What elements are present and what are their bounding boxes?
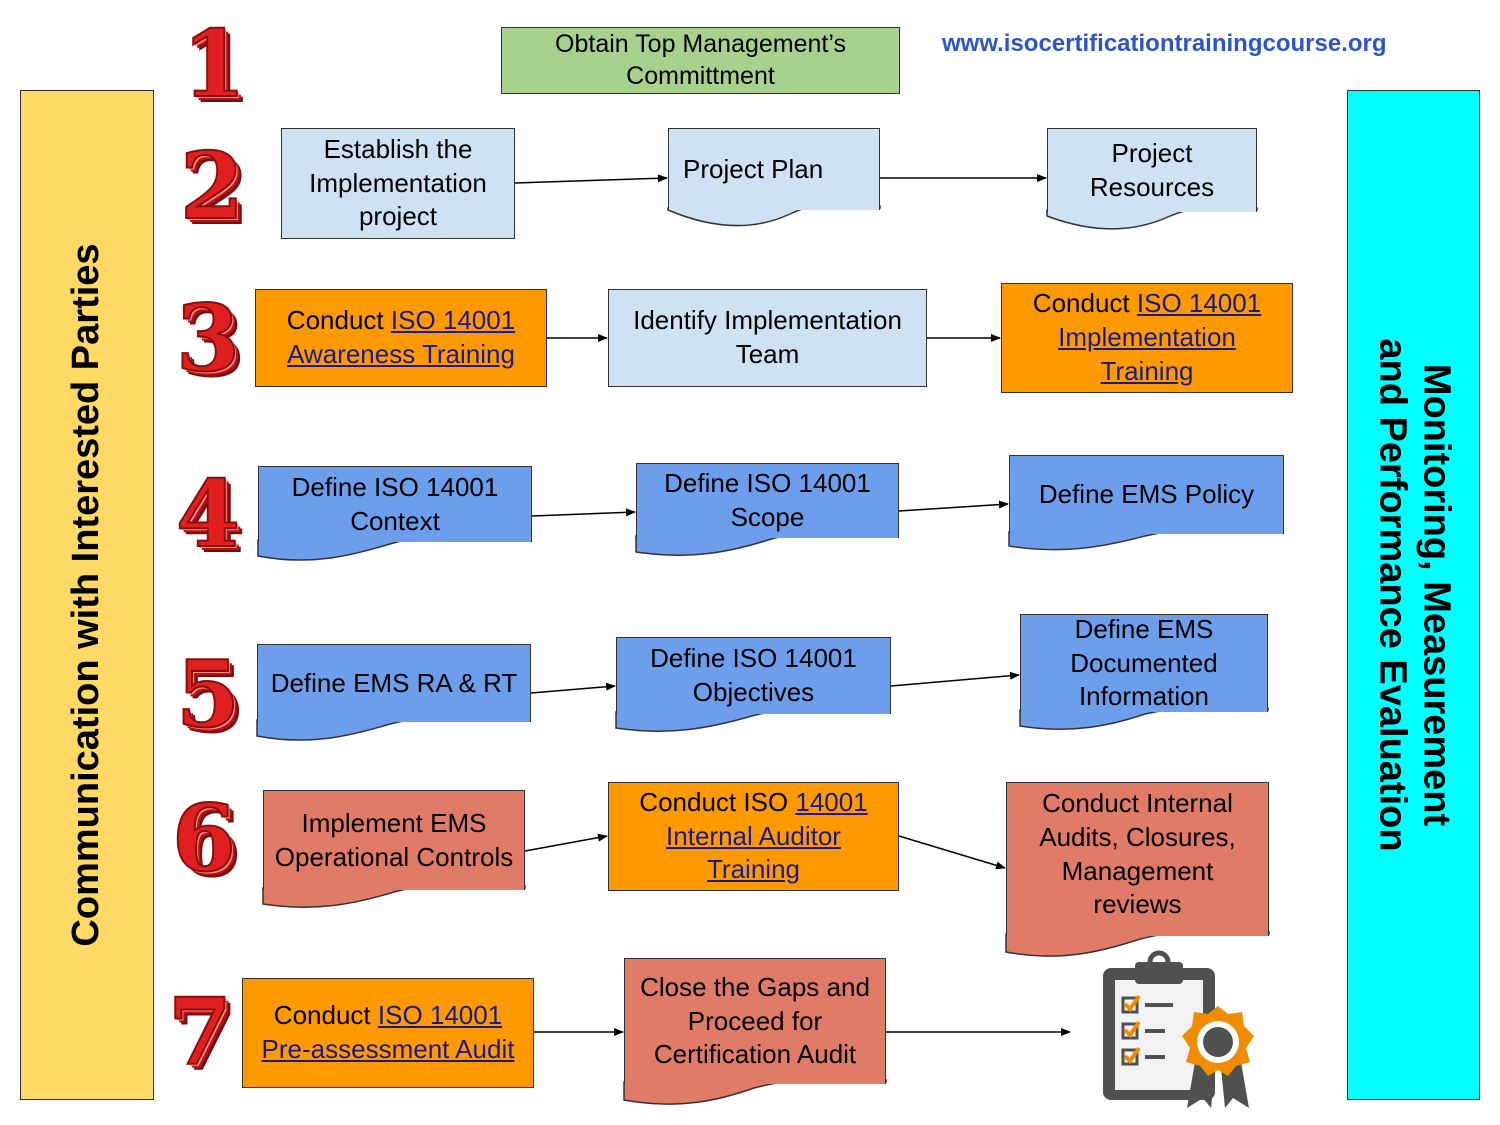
define-documented-info-box: Define EMS Documented Information [1020,614,1268,712]
arrow-context-to-scope [531,508,636,517]
preassessment-link[interactable]: ISO 14001 Pre-assessment Audit [261,1000,515,1064]
arrow-scope-to-policy [898,500,1009,512]
define-context-box: Define ISO 14001 Context [258,466,532,542]
project-resources-box: Project Resources [1047,128,1257,212]
awareness-training-box: Conduct ISO 14001 Awareness Training [255,289,547,387]
right-sidebar: Monitoring, Measurement and Performance … [1347,90,1480,1100]
define-ra-rt-box: Define EMS RA & RT [257,644,531,722]
certification-clipboard-icon [1103,950,1254,1108]
step-number-6: 6 [171,784,237,892]
arrow-objectives-to-documented [890,671,1020,687]
implementation-training-box: Conduct ISO 14001 Implementation Trainin… [1001,283,1293,393]
arrow-establish-to-plan [514,174,668,184]
step-number-3: 3 [175,284,241,392]
preassessment-prefix: Conduct [273,1000,378,1031]
website-url[interactable]: www.isocertificationtrainingcourse.org [942,30,1387,57]
obtain-commitment-box: Obtain Top Management’s Committment [501,27,900,94]
close-gaps-box: Close the Gaps and Proceed for Certifica… [624,958,886,1084]
awareness-training-link[interactable]: ISO 14001 Awareness Training [287,305,516,369]
implementation-training-prefix: Conduct [1032,288,1137,319]
arrow-controls-to-auditor [524,833,608,852]
define-objectives-box: Define ISO 14001 Objectives [616,637,891,714]
define-scope-box: Define ISO 14001 Scope [636,463,899,538]
implementation-training-link[interactable]: ISO 14001 Implementation Training [1058,288,1262,386]
arrow-rart-to-objectives [530,682,616,694]
identify-team-box: Identify Implementation Team [608,289,927,387]
left-sidebar: Communication with Interested Parties [20,90,154,1100]
step-number-5: 5 [175,640,241,748]
operational-controls-box: Implement EMS Operational Controls [263,790,525,890]
awareness-training-prefix: Conduct [286,305,391,336]
step-number-4: 4 [175,460,241,568]
step-number-1: 1 [181,10,247,118]
step-number-2: 2 [179,132,245,240]
project-plan-box: Project Plan [668,128,880,210]
define-policy-box: Define EMS Policy [1009,455,1284,534]
internal-auditor-training-box: Conduct ISO 14001 Internal Auditor Train… [608,782,899,891]
step-number-7: 7 [167,978,233,1086]
arrow-auditor-to-internal [898,835,1006,870]
preassessment-audit-box: Conduct ISO 14001 Pre-assessment Audit [242,978,534,1088]
internal-audits-box: Conduct Internal Audits, Closures, Manag… [1006,782,1269,936]
establish-project-box: Establish the Implementation project [281,128,515,239]
internal-auditor-link[interactable]: 14001 Internal Auditor Training [666,786,868,885]
internal-auditor-prefix: Conduct ISO [639,786,796,817]
